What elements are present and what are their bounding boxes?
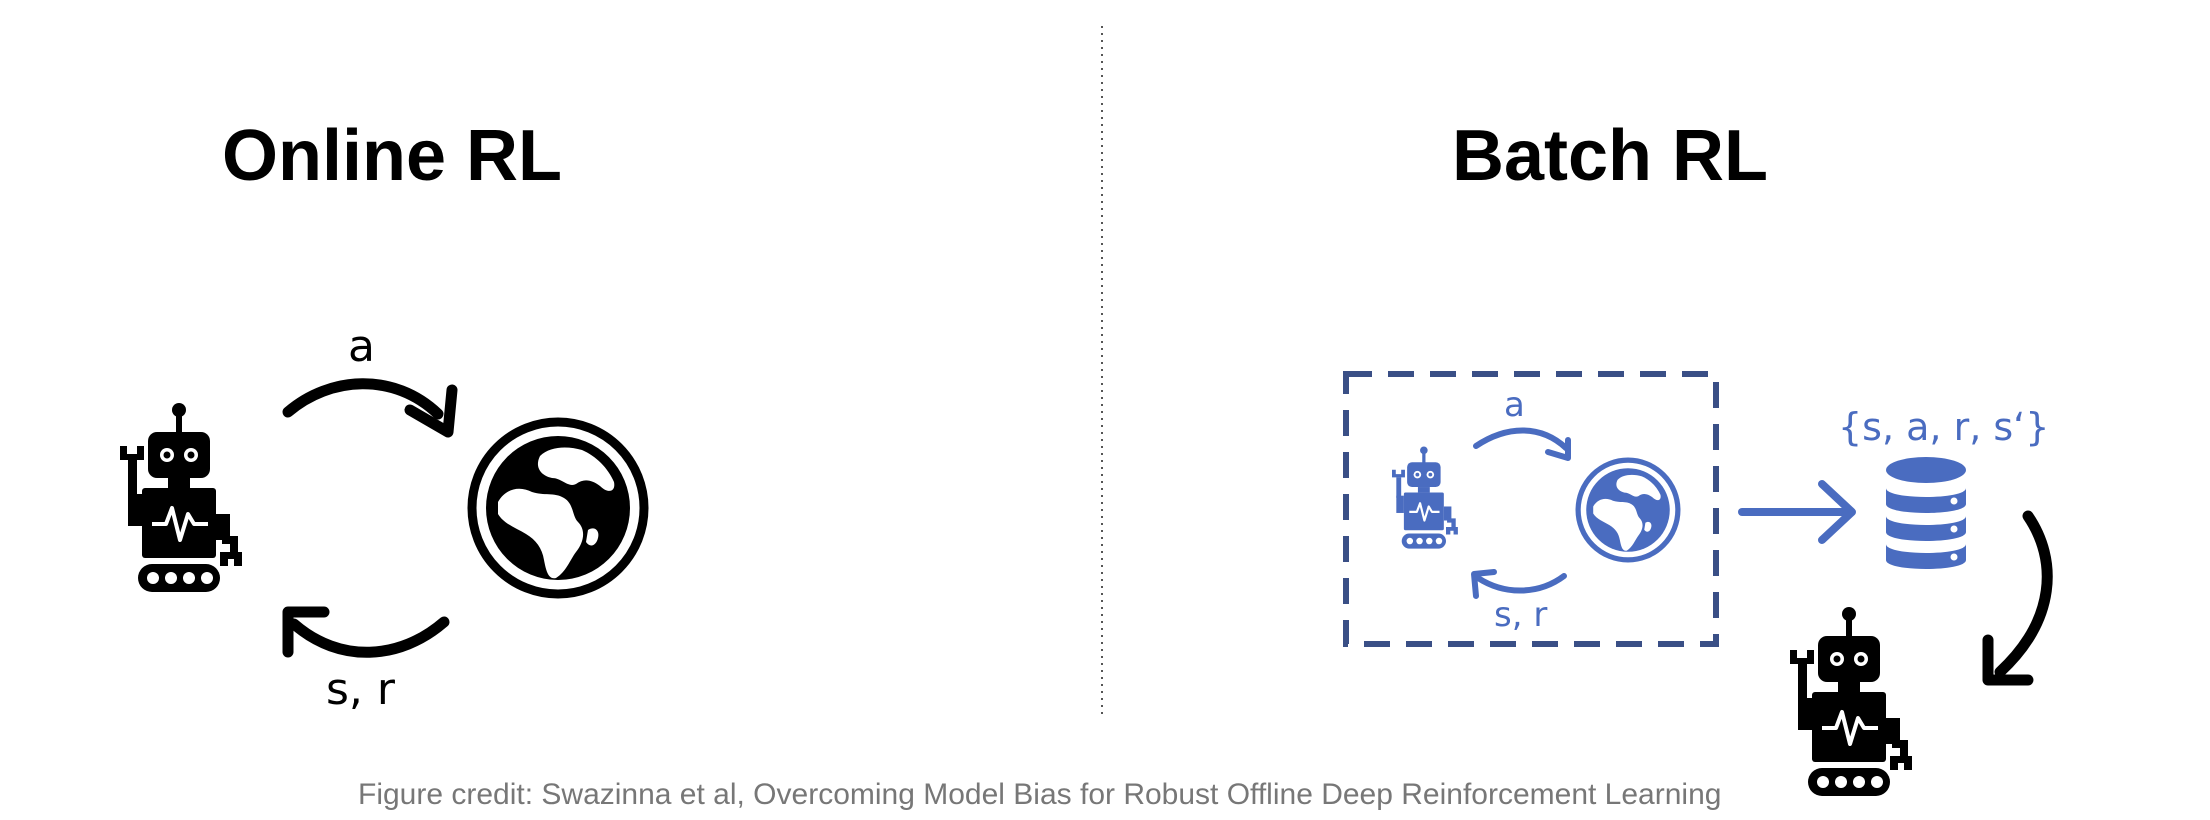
data-collection-box [1343,371,1719,647]
online-feedback-label: s, r [326,664,395,715]
online-rl-title: Online RL [222,116,562,196]
online-robot-icon [118,401,244,594]
batch-learner-robot-icon [1788,605,1914,798]
batch-feedback-arrow-icon [1471,569,1567,599]
batch-action-arrow-icon [1473,427,1571,461]
batch-rl-title: Batch RL [1452,116,1769,196]
dataset-tuple-label: {s, a, r, s‘} [1838,405,2050,449]
online-globe-icon [472,422,644,594]
online-feedback-arrow-icon [282,606,450,658]
batch-action-label: a [1504,385,1525,425]
online-action-label: a [348,321,375,372]
database-to-robot-arrow-icon [1982,510,2053,686]
batch-feedback-label: s, r [1494,595,1548,635]
box-to-database-arrow-icon [1738,480,1856,544]
database-icon [1886,457,1966,569]
figure-credit-caption: Figure credit: Swazinna et al, Overcomin… [358,778,1722,811]
batch-collect-robot-icon [1390,445,1459,550]
online-action-arrow-icon [282,378,458,438]
batch-globe-icon [1578,460,1678,560]
